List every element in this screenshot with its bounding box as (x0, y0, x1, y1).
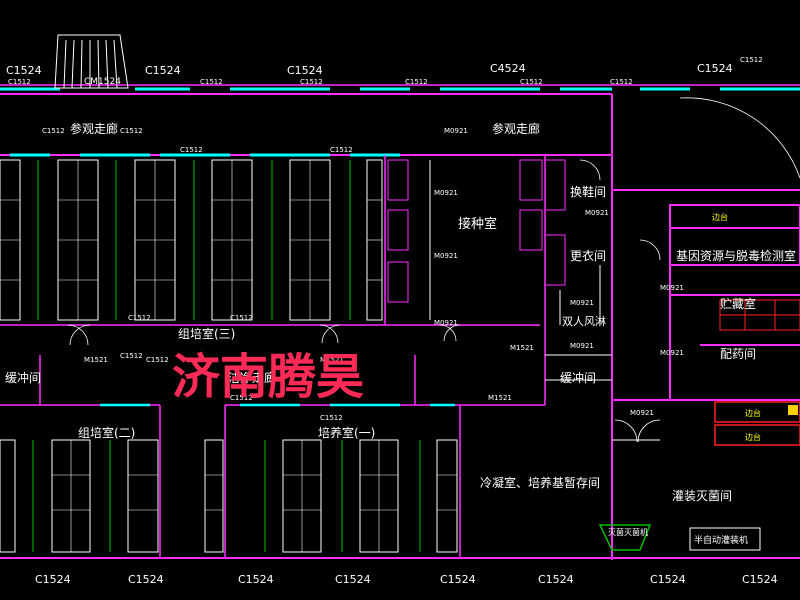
door-label: M0921 (434, 252, 458, 260)
room-name-gene-lab: 基因资源与脱毒检测室 (676, 248, 796, 263)
inner-label: C1512 (320, 414, 343, 422)
room-name-shoe-change: 换鞋间 (570, 184, 606, 199)
bench-label-low: 边台 (745, 432, 761, 442)
watermark-text: 济南腾昊 (172, 349, 364, 405)
room-name-culture-3: 组培室(三) (178, 326, 235, 341)
top-window-labels: C1524 C1524 C1524 C4524 C1524 (6, 62, 733, 77)
top-window-small-labels: C1512 C1512 C1512 C1512 C1512 C1512 C151… (8, 56, 763, 86)
door-label: M0921 (434, 189, 458, 197)
room-name-buffer-right: 缓冲间 (560, 370, 596, 385)
window-label: C1524 (650, 573, 686, 586)
room-names: 参观走廊 参观走廊 组培室(三) 组培室(二) 培养室(一) 洁净走廊 缓冲间 … (5, 121, 796, 546)
sterilizer-machine (598, 524, 652, 551)
window-label: C1524 (128, 573, 164, 586)
inner-label: C1512 (230, 394, 253, 402)
warning-block (788, 405, 798, 415)
door-swings (67, 97, 800, 443)
room-name-dressing: 更衣间 (570, 248, 606, 263)
room-name-reception: 接种室 (458, 216, 497, 232)
door-label: M0921 (660, 349, 684, 357)
inner-label: C1512 (180, 146, 203, 154)
room-name-clean-corridor: 洁净走廊 (228, 370, 276, 385)
window-small-label: C1512 (300, 78, 323, 86)
window-label: C1524 (538, 573, 574, 586)
inner-label: C1512 (128, 314, 151, 322)
window-label: C1524 (145, 64, 181, 77)
window-label: C1524 (238, 573, 274, 586)
room-name-corridor-left: 参观走廊 (70, 121, 118, 136)
entrance-canopy (54, 34, 129, 89)
inner-window-labels: C1512 C1512 C1512 C1512 C1512 C1512 C151… (42, 127, 353, 422)
window-small-label: C1512 (520, 78, 543, 86)
bench-label-top: 边台 (712, 212, 728, 222)
room-name-cold-storage: 冷凝室、培养基暂存间 (480, 475, 600, 490)
window-label: C1524 (335, 573, 371, 586)
room-name-corridor-right: 参观走廊 (492, 121, 540, 136)
room-name-sterilize: 灌装灭菌间 (672, 489, 732, 503)
door-labels: M0921 M1521 M1521 M1521 M0921 M0921 M092… (84, 127, 684, 417)
room-name-air-shower: 双人风淋 (562, 315, 606, 328)
inner-label: C1512 (230, 314, 253, 322)
window-label: C4524 (490, 62, 526, 75)
reception-cabinets (387, 159, 543, 303)
window-label: C1524 (6, 64, 42, 77)
inner-label: C1512 (146, 356, 169, 364)
window-label: C1524 (35, 573, 71, 586)
bottom-window-labels: C1524 C1524 C1524 C1524 C1524 C1524 C152… (35, 573, 778, 586)
inner-label: C1512 (330, 146, 353, 154)
room-name-storage: 贮藏室 (720, 296, 756, 311)
door-label: M0921 (570, 342, 594, 350)
window-small-label: C1512 (740, 56, 763, 64)
right-rooms (612, 204, 800, 401)
window-label: C1524 (287, 64, 323, 77)
window-small-label: C1512 (610, 78, 633, 86)
window-label: C1524 (440, 573, 476, 586)
door-label: M1521 (320, 356, 344, 364)
room-name-sterilizer: 灭菌灭菌机 (608, 527, 648, 537)
prep-benches (714, 401, 800, 446)
room-name-culture-1: 培养室(一) (318, 425, 375, 440)
door-label: M1521 (488, 394, 512, 402)
window-small-label: C1512 (8, 78, 31, 86)
outer-walls (0, 93, 800, 560)
storage-shelves (719, 299, 800, 331)
door-label: M0921 (585, 209, 609, 217)
window-small-label: C1512 (405, 78, 428, 86)
door-label: M0921 (434, 319, 458, 327)
room-name-buffer-left: 缓冲间 (5, 370, 41, 385)
room-name-culture-2: 组培室(二) (78, 425, 135, 440)
door-label: M0921 (444, 127, 468, 135)
room-name-prep: 配药间 (720, 347, 756, 361)
inner-label: C1512 (42, 127, 65, 135)
inner-label: C1512 (120, 127, 143, 135)
sterilizer-area (612, 439, 761, 551)
room-name-auto-machine: 半自动灌装机 (694, 534, 748, 546)
door-label: M0921 (570, 299, 594, 307)
racks-room-2-and-1 (0, 439, 458, 553)
bench-label-mid: 边台 (745, 408, 761, 418)
door-label: M1521 (84, 356, 108, 364)
door-label: M0921 (660, 284, 684, 292)
dressing-lockers (544, 159, 566, 286)
window-label: C1524 (742, 573, 778, 586)
window-small-label: C1512 (200, 78, 223, 86)
door-label: M1521 (510, 344, 534, 352)
window-label: C1524 (697, 62, 733, 75)
door-label: M0921 (630, 409, 654, 417)
inner-label: C1512 (120, 352, 143, 360)
entrance-label: CM1524 (84, 77, 121, 87)
